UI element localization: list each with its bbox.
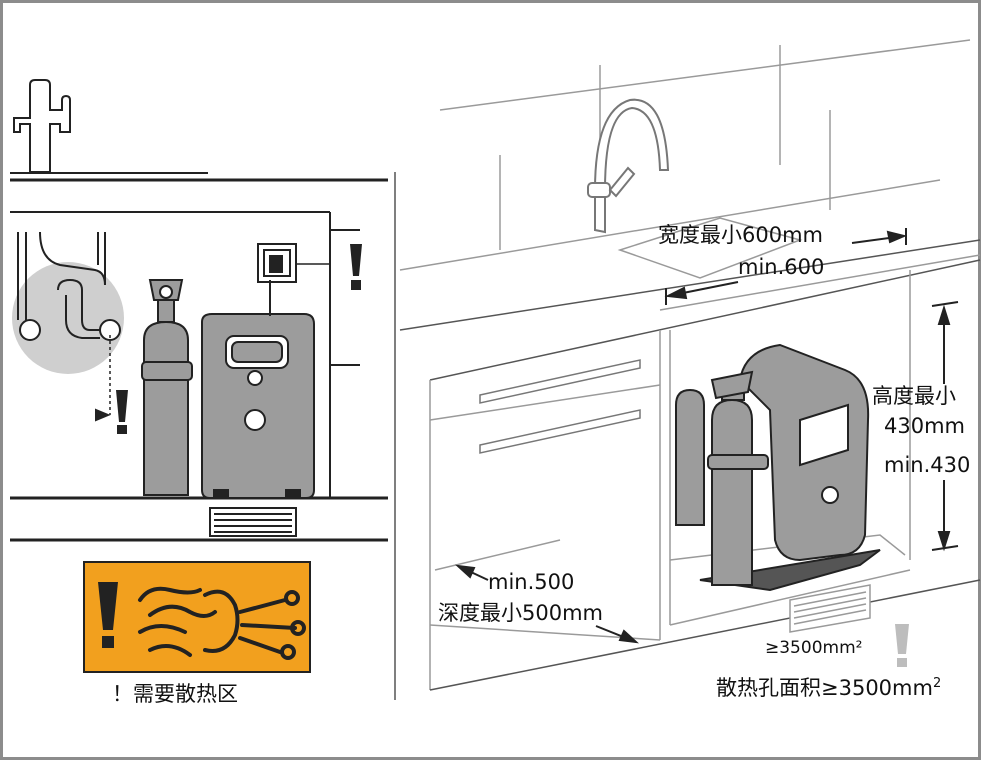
installed-unit-icon xyxy=(675,343,881,592)
vent-area-label: 散热孔面积≥3500mm2 xyxy=(716,676,941,701)
vent-warning-icon xyxy=(895,624,909,667)
faucet-icon xyxy=(13,79,71,173)
floor-vent-icon xyxy=(789,584,871,633)
depth-label-min: min.500 xyxy=(488,570,575,594)
right-perspective-view xyxy=(394,39,981,700)
kitchen-faucet-icon xyxy=(587,98,670,234)
vent-area-text: 散热孔面积≥3500mm xyxy=(716,676,933,700)
width-label-min: min.600 xyxy=(738,255,825,279)
drain-pipe-icon xyxy=(17,231,121,341)
power-socket-icon xyxy=(257,243,330,316)
left-cabinet-view xyxy=(10,79,388,542)
height-label-mm: 430mm xyxy=(884,414,965,438)
vent-grill-icon xyxy=(209,507,297,537)
height-label-cn: 高度最小 xyxy=(872,384,956,408)
width-label-cn: 宽度最小600mm xyxy=(658,223,823,247)
vent-area-superscript: 2 xyxy=(932,676,942,691)
warning-exclamation-icon xyxy=(116,244,362,434)
wind-face-icon xyxy=(138,586,306,660)
height-label-min: min.430 xyxy=(884,453,971,477)
heat-zone-label: ！需要散热区 xyxy=(112,682,238,706)
vent-area-small-label: ≥3500mm² xyxy=(765,638,863,658)
dimension-lines xyxy=(455,228,959,644)
co2-cylinder-icon xyxy=(141,279,193,496)
drain-highlight-circle xyxy=(12,262,124,374)
water-unit-icon xyxy=(201,313,315,499)
depth-label-cn: 深度最小500mm xyxy=(438,601,603,625)
heat-warning-sign xyxy=(83,561,311,673)
